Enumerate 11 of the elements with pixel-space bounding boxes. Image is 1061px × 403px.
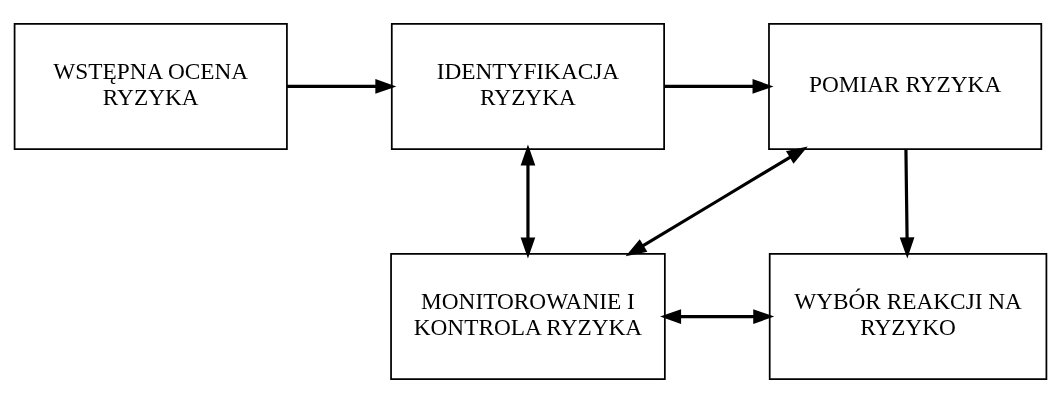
- node-box: WSTĘPNA OCENA RYZYKA: [13, 22, 288, 150]
- arrow: [520, 144, 536, 259]
- arrow: [899, 149, 915, 259]
- arrow: [664, 79, 774, 94]
- arrow: [287, 79, 397, 94]
- node-box: IDENTYFIKACJA RYZYKA: [390, 22, 665, 150]
- node-box: POMIAR RYZYKA: [768, 22, 1043, 150]
- node-box: MONITOROWANIE I KONTROLA RYZYKA: [390, 253, 666, 381]
- arrow: [660, 309, 775, 324]
- node-box: WYBÓR REAKCJI NA RYZYKO: [768, 253, 1048, 381]
- arrow: [625, 146, 808, 257]
